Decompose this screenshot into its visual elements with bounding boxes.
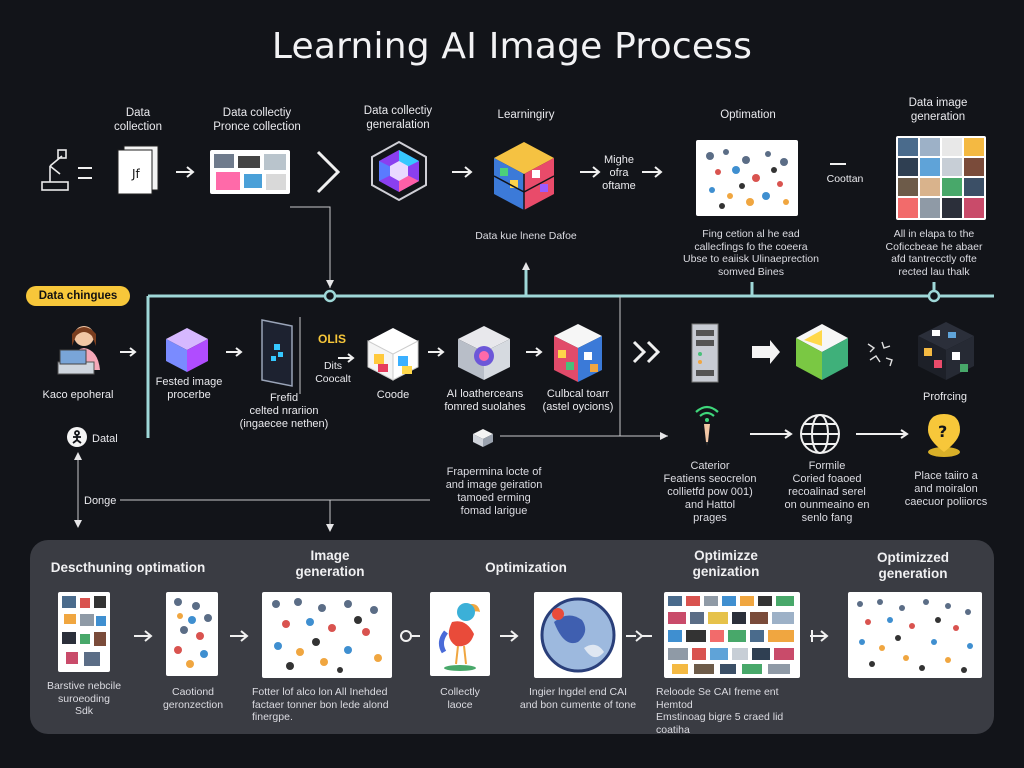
sparkle-symbols-icon [864,336,900,377]
label-fested: Fested image procerbe [155,376,223,401]
label-data-image-generation: Data image generation [908,97,968,123]
label-learning: Learningiry [497,109,555,121]
label-optimation: Optimation [720,109,776,121]
panel-title-image-generation: Image generation [295,548,365,579]
rubik-cube-icon [492,140,556,217]
box-icon [472,428,494,453]
panel-thumb-6 [664,592,800,678]
bus-nodes [323,289,941,303]
panel-title-optimized-generation: Optimizzed generation [876,550,949,581]
caption-2: Caotiond geronzection [162,686,224,711]
panel-thumb-3 [262,592,392,678]
label-frefid: Frefid celted nrariion (ingaecee nethen) [239,392,329,430]
panel-title-optimize-generation: Optimizze genization [692,548,760,579]
label-place: Place taiiro a and moiralon caecuor poli… [904,470,988,508]
image-cube-icon [552,322,604,389]
caption-3: Fotter lof alco lon All Inehded factaer … [252,686,389,723]
caption-4: Collectly laoce [440,686,480,711]
label-culbical: Culbcal toarr (astel oycions) [542,388,614,413]
svg-text:Jf: Jf [131,167,141,181]
label-formile: Formile Coried foaoed recoalinad serel o… [784,460,870,524]
gray-cube-icon [456,324,512,387]
robot-arm-icon [38,146,74,199]
top-arrows [78,150,846,194]
page-title: Learning AI Image Process [271,26,753,67]
label-data-collectiy: Data collectiy Pronce collection [213,107,301,133]
wifi-pencil-icon [692,402,722,453]
panel-thumb-4 [430,592,490,676]
svg-text:?: ? [938,422,947,441]
label-olis: OLIS [317,332,346,346]
label-frapermina: Frapermina locte of and image geiration … [445,466,543,517]
label-ai-loather: AI loatherceans fomred suolahes [444,388,526,413]
main-bus [146,268,994,438]
panel-title-describing: Descthuning optimation [50,560,206,575]
label-data-generation: Data collectiy generalation [363,105,433,131]
dark-image-cube-icon [916,320,976,387]
panel-thumb-1 [58,592,110,672]
colorful-cube-icon [366,326,420,387]
caption-6: Reloode Se CAI freme ent Hemtod Emstinoa… [656,686,784,736]
panel-title-optimization: Optimization [485,560,567,575]
glass-panel-icon [258,316,298,395]
optimation-thumbnail [696,140,798,216]
label-mighe: Mighe ofra oftame [602,154,636,192]
big-arrow [752,340,780,364]
hexagon-icon [368,140,430,207]
data-changes-badge: Data chingues [26,286,130,306]
label-coottan: Coottan [826,173,864,185]
note-ai-in: All in elapa to the Coficcbeae he abaer … [885,228,983,278]
panel-thumb-7 [848,592,982,678]
label-data-collection: Data collection [114,107,162,133]
note-data-kue: Data kue lnene Dafoe [475,230,577,242]
green-cube-icon [794,322,850,387]
document-stack-icon: Jf [116,144,162,201]
label-caterior: Caterior Featiens seocrelon collietfd po… [663,460,757,524]
server-icon [688,322,722,389]
globe-icon [798,412,842,461]
panel-thumb-2 [166,592,218,676]
panel-thumb-5 [534,592,622,678]
mid-arrows [120,340,909,439]
label-donge: Donge [84,495,117,507]
label-coode: Coode [376,389,410,401]
location-pin-icon: ? [924,412,964,463]
collage-thumbnail [210,150,290,194]
person-at-laptop-icon [54,320,110,387]
note-fing: Fing cetion al he ead callecfings fo the… [683,228,819,278]
image-grid-thumbnail [896,136,986,220]
label-profrcing: Profrcing [922,391,968,403]
label-dits: Dits Coocalt [315,360,351,385]
arrow-heads [74,262,668,532]
person-circle-icon [66,426,88,453]
label-datal: Datal [92,433,118,445]
caption-5: Ingier lngdel end CAI and bon cumente of… [519,686,637,711]
purple-cube-icon [164,326,210,379]
label-kaco: Kaco epoheral [42,389,114,401]
caption-1: Barstive nebcile suroeoding Sdk [46,680,122,717]
